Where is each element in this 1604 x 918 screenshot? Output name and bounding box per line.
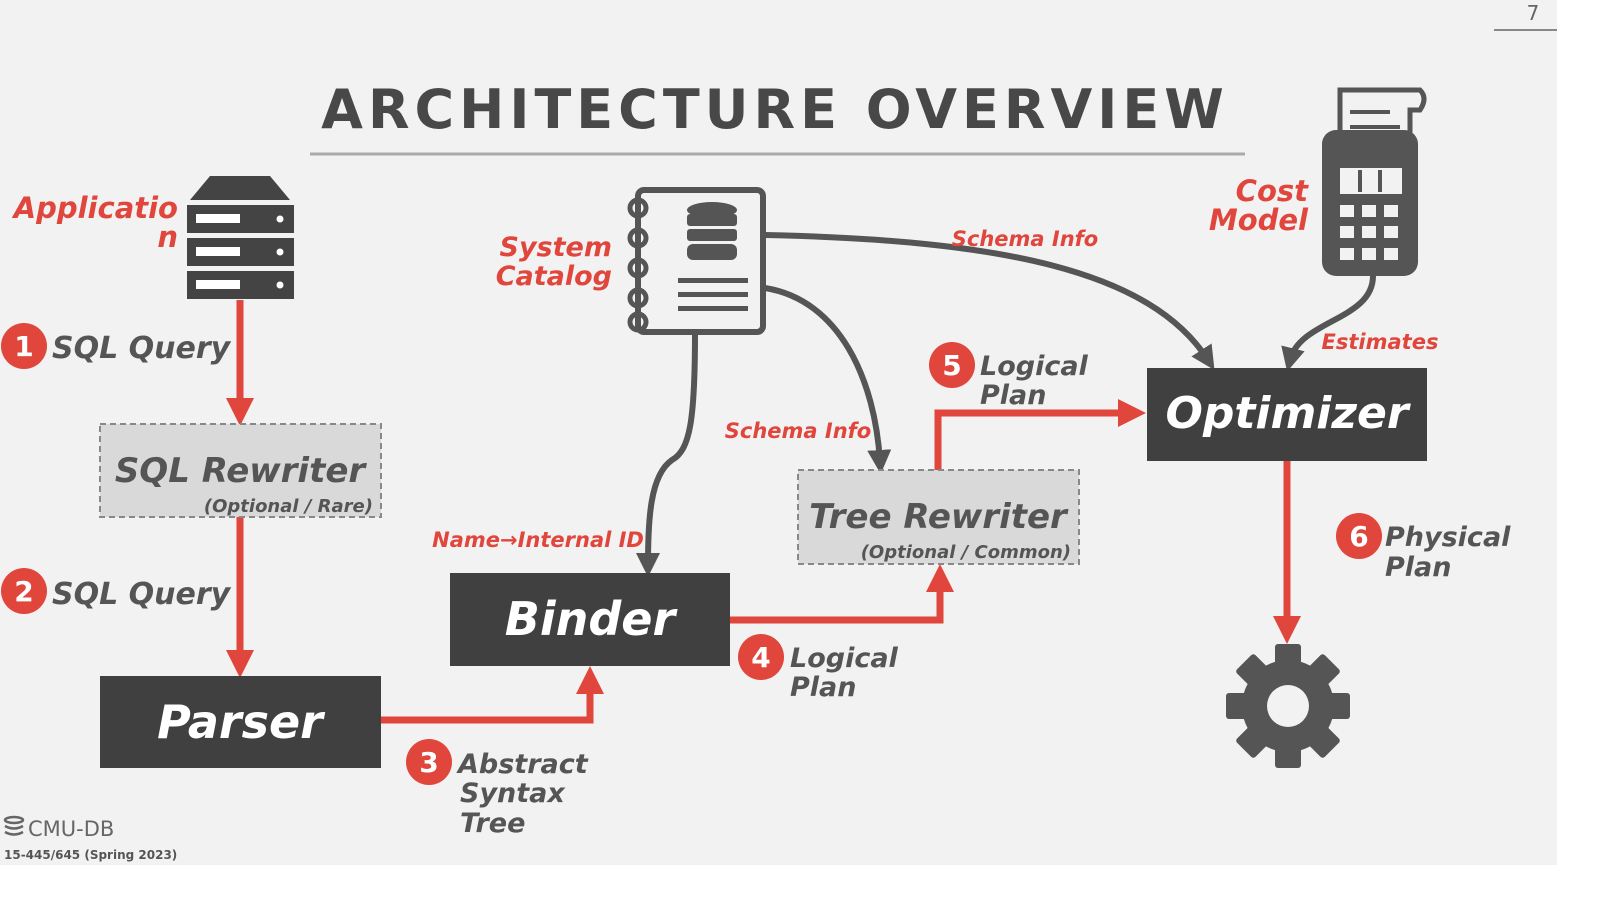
catalog-to-optimizer-connector (764, 232, 1215, 371)
step-1-label: SQL Query (52, 331, 232, 366)
step-1-number: 1 (14, 330, 33, 363)
calculator-icon (1322, 87, 1427, 276)
cmu-db-logo: CMU-DB (3, 815, 114, 841)
step-4-label-line1: Logical (790, 643, 899, 674)
step-5-number: 5 (942, 349, 961, 382)
schema-info-tree-label: Schema Info (725, 419, 871, 443)
optimizer-box: Optimizer (1147, 368, 1427, 461)
step-4-number: 4 (751, 641, 770, 674)
optimizer-name: Optimizer (1165, 388, 1410, 439)
parser-to-binder-arrow (381, 666, 604, 724)
server-icon (187, 176, 294, 299)
step-1: 1 SQL Query (1, 323, 232, 369)
footer-course: 15-445/645 (Spring 2023) (4, 848, 177, 862)
footer-logo-text: CMU-DB (28, 817, 114, 841)
step-6-label-line2: Plan (1385, 552, 1452, 583)
step-5-label-line2: Plan (980, 380, 1047, 411)
step-6-number: 6 (1349, 520, 1368, 553)
cost-model-to-optimizer-connector (1281, 275, 1376, 372)
sql-rewriter-name: SQL Rewriter (115, 451, 368, 491)
step-3-label-line1: Abstract (456, 749, 589, 780)
step-3: 3 Abstract Syntax Tree (406, 739, 589, 839)
gear-icon (1226, 644, 1350, 768)
tree-rewriter-to-optimizer-arrow (934, 399, 1146, 470)
system-catalog-label: System (500, 232, 612, 263)
step-3-label-line3: Tree (460, 808, 525, 839)
step-6: 6 Physical Plan (1336, 513, 1511, 583)
sql-rewriter-note: (Optional / Rare) (204, 496, 373, 517)
step-5: 5 Logical Plan (929, 342, 1089, 411)
application-label: Applicatio (12, 191, 178, 225)
system-catalog-label-cont: Catalog (496, 261, 612, 292)
step-4-label-line2: Plan (790, 672, 857, 703)
estimates-label: Estimates (1322, 330, 1439, 354)
step-6-label-line1: Physical (1385, 522, 1511, 553)
page-title: ARCHITECTURE OVERVIEW (321, 78, 1229, 141)
schema-info-optimizer-label: Schema Info (952, 227, 1098, 251)
step-2-number: 2 (14, 575, 33, 608)
parser-name: Parser (157, 695, 326, 749)
cost-model-label-cont: Model (1209, 203, 1309, 237)
step-5-label-line1: Logical (980, 351, 1089, 382)
catalog-to-tree-rewriter-connector (764, 285, 892, 474)
binder-box: Binder (450, 573, 730, 666)
application-label-cont: n (157, 220, 178, 254)
step-2: 2 SQL Query (1, 568, 232, 614)
sql-rewriter-box: SQL Rewriter (Optional / Rare) (99, 423, 382, 518)
parser-box: Parser (100, 676, 381, 768)
cost-model-label: Cost (1236, 174, 1309, 208)
catalog-to-binder-connector (636, 332, 698, 577)
name-to-id-label: Name→Internal ID (432, 528, 644, 552)
step-2-label: SQL Query (52, 577, 232, 612)
tree-rewriter-box: Tree Rewriter (Optional / Common) (797, 469, 1080, 565)
notebook-database-icon (627, 187, 766, 335)
binder-name: Binder (505, 592, 679, 646)
step-3-number: 3 (419, 746, 438, 779)
step-3-label-line2: Syntax (460, 778, 566, 809)
binder-to-tree-rewriter-arrow (730, 564, 954, 624)
page-number: 7 (1527, 1, 1540, 25)
tree-rewriter-note: (Optional / Common) (861, 542, 1071, 563)
step-4: 4 Logical Plan (738, 634, 899, 703)
tree-rewriter-name: Tree Rewriter (809, 497, 1069, 537)
